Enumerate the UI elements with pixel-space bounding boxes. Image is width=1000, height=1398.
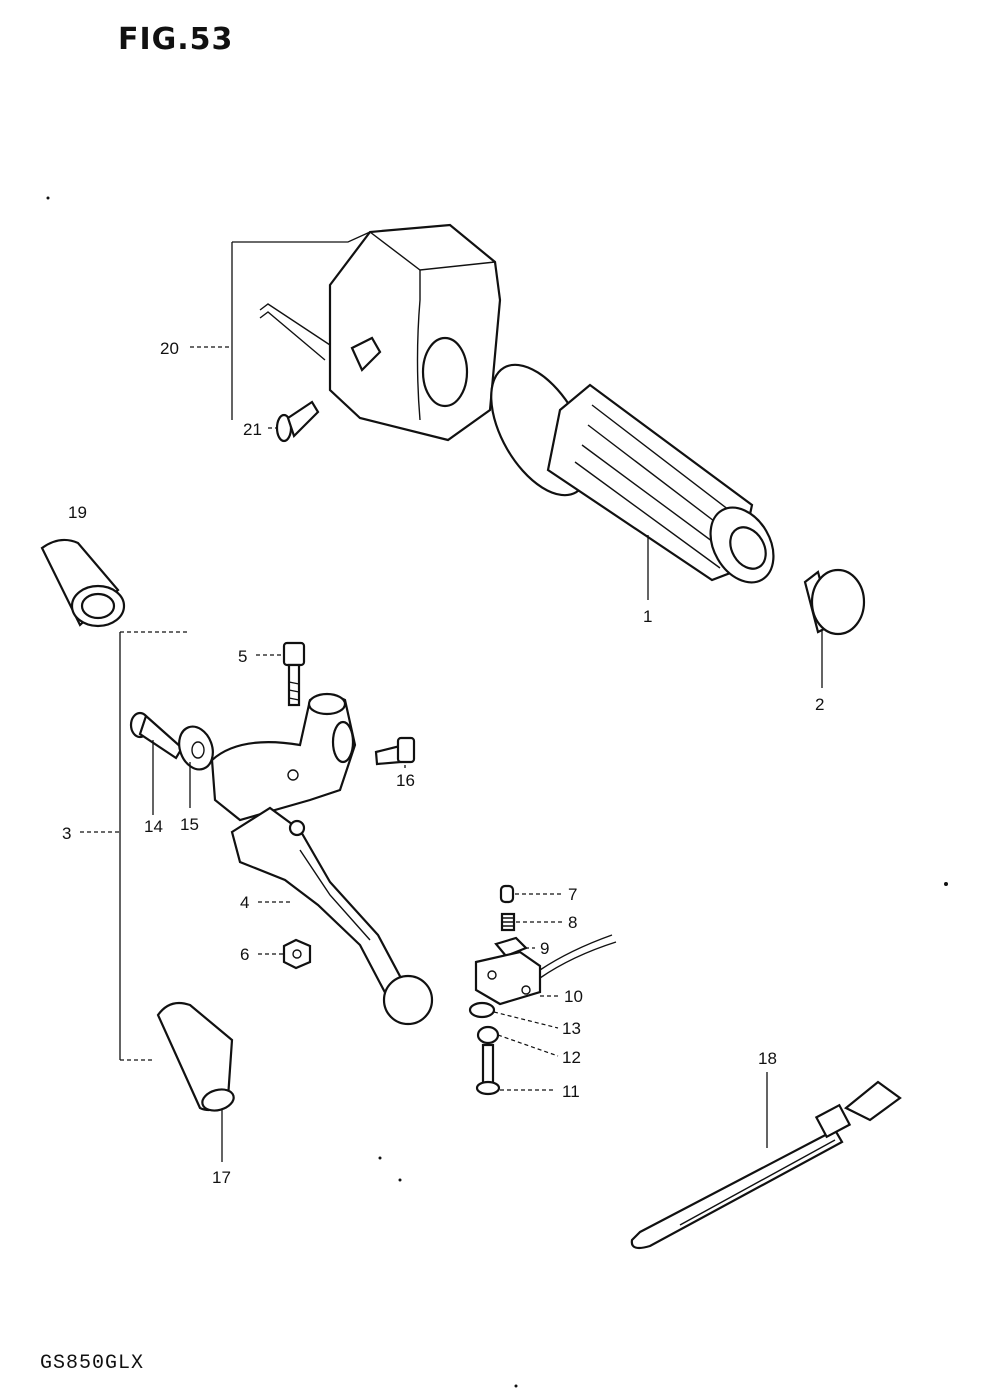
switch-housing-screw-part — [275, 400, 320, 443]
callout-2: 2 — [815, 695, 824, 714]
clutch-lever-part — [230, 806, 434, 1026]
callout-18: 18 — [758, 1049, 777, 1068]
model-code: GS850GLX — [40, 1352, 145, 1375]
scan-specks — [46, 196, 948, 1388]
lever-holder-part — [210, 692, 357, 822]
switch-spring-part — [500, 912, 516, 932]
adjuster-locknut-part — [178, 725, 214, 771]
callout-3: 3 — [62, 824, 71, 843]
lever-cover-part — [156, 1001, 235, 1112]
callout-16: 16 — [396, 771, 415, 790]
switch-plunger-part — [499, 884, 515, 904]
callout-10: 10 — [564, 987, 583, 1006]
switch-housing-part — [259, 223, 502, 442]
clutch-switch-part — [474, 934, 617, 1006]
pivot-bolt-part — [374, 736, 416, 766]
callout-17: 17 — [212, 1168, 231, 1187]
bar-end-cap-part — [803, 568, 866, 636]
callout-5: 5 — [238, 647, 247, 666]
switch-washer-part — [468, 1001, 496, 1019]
callout-11: 11 — [562, 1082, 580, 1101]
handlebar-grip-part — [490, 363, 775, 584]
callout-21: 21 — [243, 420, 262, 439]
callout-20: 20 — [160, 339, 179, 358]
callout-6: 6 — [240, 945, 249, 964]
callout-4: 4 — [240, 893, 249, 912]
switch-spacer-part — [476, 1025, 500, 1045]
adjuster-bolt-part — [129, 711, 184, 760]
switch-screw-part — [475, 1043, 501, 1096]
callout-1: 1 — [643, 607, 652, 626]
lever-bolt-part — [282, 641, 306, 707]
callout-12: 12 — [562, 1048, 581, 1067]
callout-19: 19 — [68, 503, 87, 522]
lever-boot-part — [40, 538, 126, 628]
callout-8: 8 — [568, 913, 577, 932]
leader-lines — [80, 231, 823, 1162]
callout-labels: 1 2 3 4 5 6 7 8 9 10 11 12 13 14 15 16 1… — [62, 339, 824, 1187]
callout-9: 9 — [540, 939, 549, 958]
callout-14: 14 — [144, 817, 163, 836]
figure-title: FIG.53 — [118, 22, 234, 57]
callout-7: 7 — [568, 885, 577, 904]
callout-13: 13 — [562, 1019, 581, 1038]
lever-nut-part — [282, 938, 312, 970]
cable-tie-part — [630, 1080, 902, 1250]
callout-15: 15 — [180, 815, 199, 834]
